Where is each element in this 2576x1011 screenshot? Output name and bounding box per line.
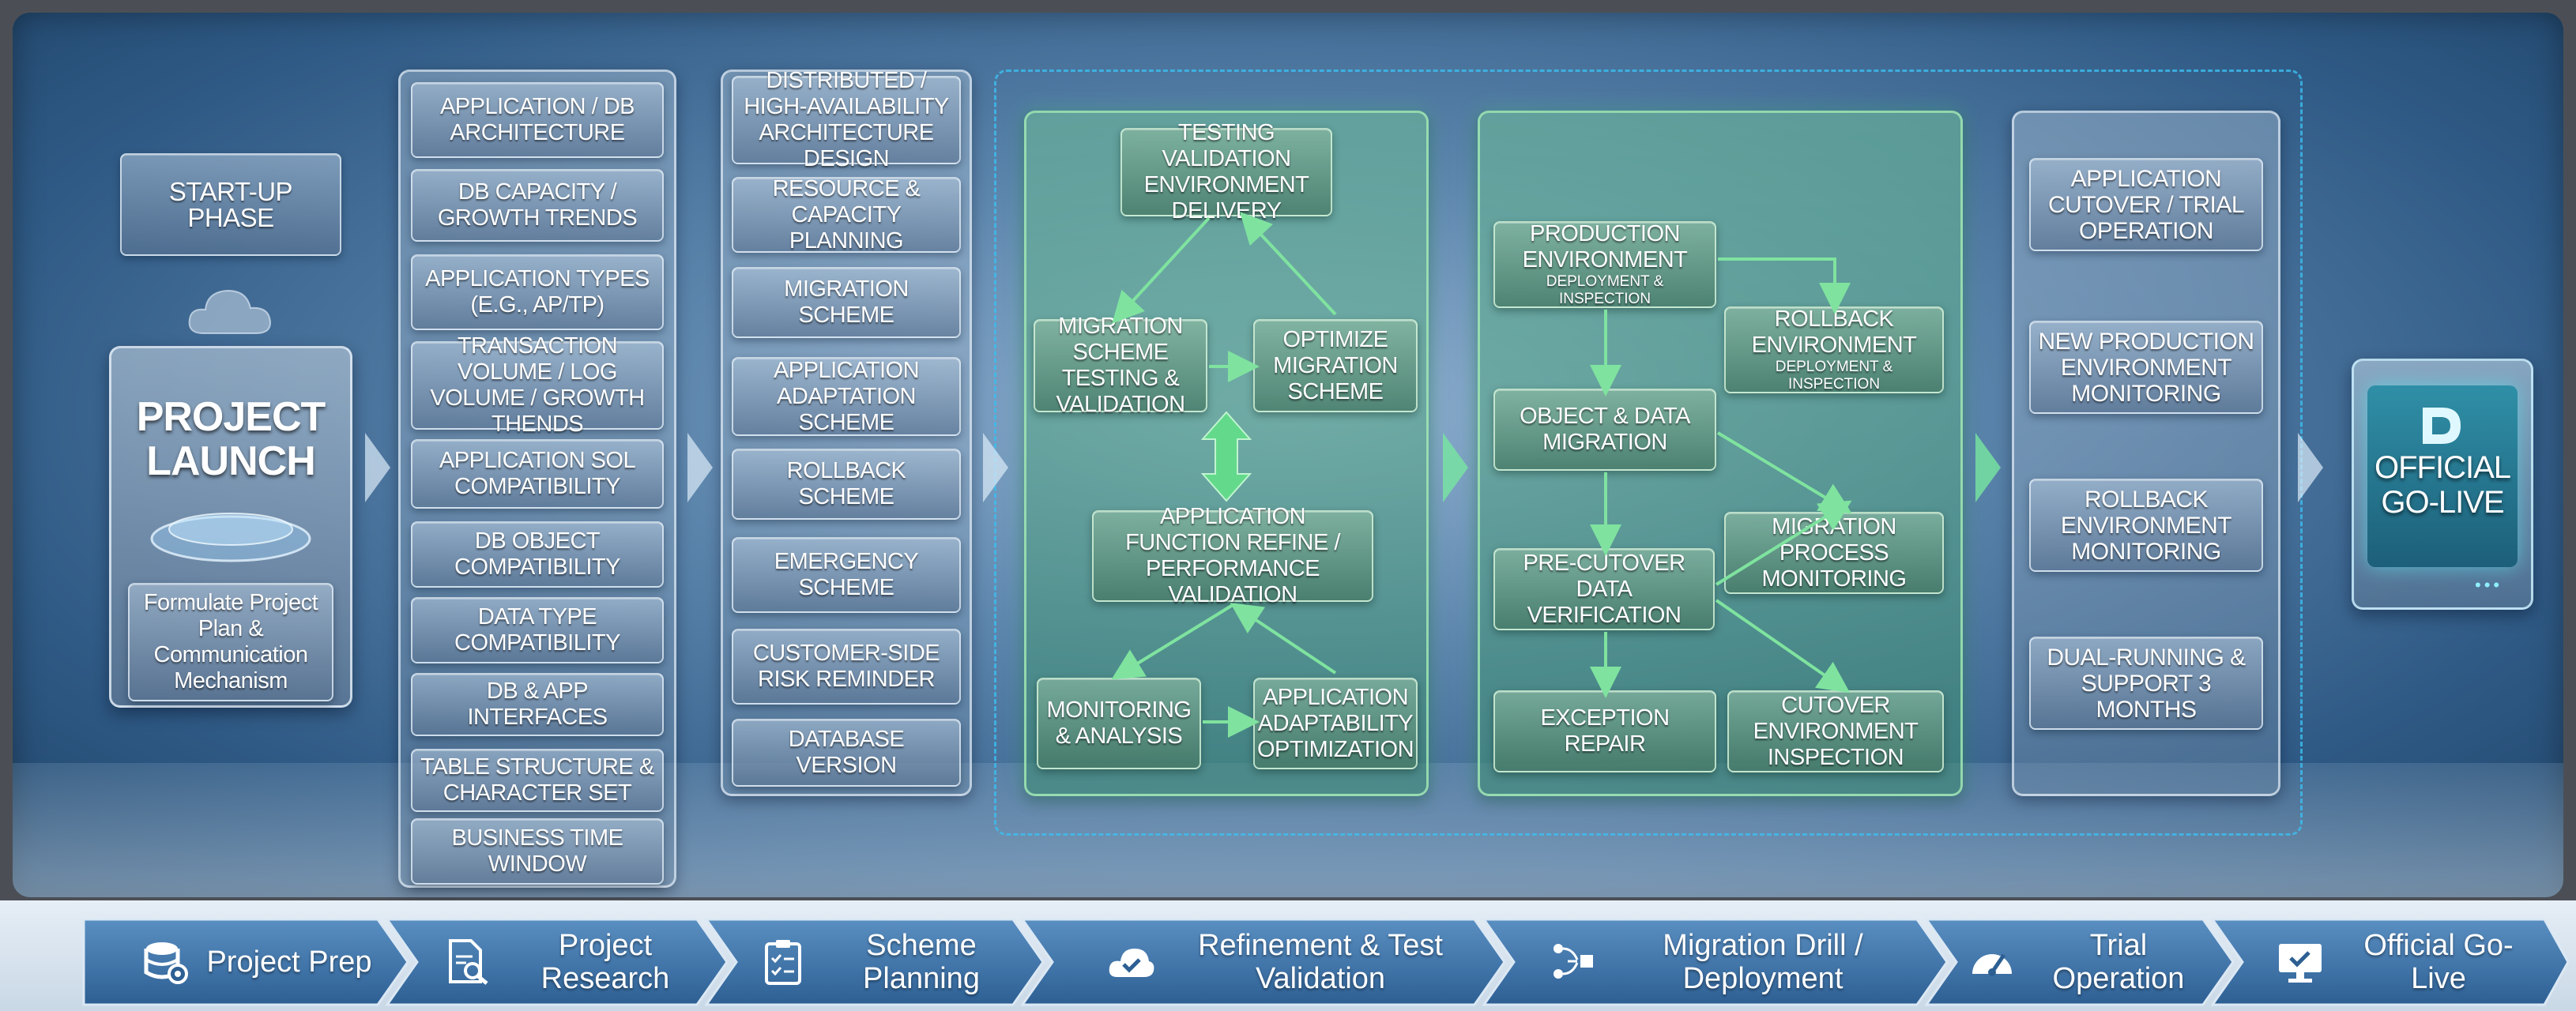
monitor-check-icon (2276, 938, 2325, 987)
cutover-inspection-box: CUTOVER ENVIRONMENT INSPECTION (1727, 690, 1944, 772)
stage-arrow-3 (983, 433, 1008, 502)
research-item: BUSINESS TIME WINDOW (411, 818, 664, 885)
rollback-env-box: ROLLBACK ENVIRONMENT DEPLOYMENT & INSPEC… (1724, 306, 1944, 393)
optimize-scheme-box: OPTIMIZE MIGRATION SCHEME (1253, 319, 1418, 412)
object-migration-box: OBJECT & DATA MIGRATION (1493, 389, 1716, 471)
nav-step-label: Trial Operation (2052, 929, 2185, 995)
trial-item: DUAL-RUNNING & SUPPORT 3 MONTHS (2029, 637, 2263, 730)
document-search-icon (443, 938, 491, 987)
nav-step[interactable]: Scheme Planning (759, 915, 1019, 1009)
go-live-title: OFFICIAL GO-LIVE (2374, 450, 2511, 520)
trial-item: NEW PRODUCTION ENVIRONMENT MONITORING (2029, 321, 2263, 414)
stage-arrow-1 (365, 433, 390, 502)
startup-phase-box: START-UP PHASE (120, 153, 341, 256)
go-live-logo-icon (2423, 408, 2461, 444)
gauge-icon (1968, 938, 2017, 987)
nav-step-label: Official Go-Live (2363, 929, 2514, 995)
project-launch-title: PROJECT LAUNCH (136, 394, 326, 484)
monitoring-analysis-box: MONITORING & ANALYSIS (1037, 678, 1201, 769)
planning-item: MIGRATION SCHEME (732, 267, 961, 338)
testing-env-box: TESTING VALIDATION ENVIRONMENT DELIVERY (1120, 120, 1332, 224)
research-item: APPLICATION TYPES (e.g., AP/TP) (411, 254, 664, 330)
formulate-plan-box: Formulate Project Plan & Communication M… (128, 583, 333, 701)
research-item: APPLICATION SOL COMPATIBILITY (411, 439, 664, 509)
stage-arrow-2 (687, 433, 713, 502)
research-item: TABLE STRUCTURE & CHARACTER SET (411, 749, 664, 812)
nav-step-label: Project Research (540, 929, 670, 995)
stage-arrow-5 (1975, 433, 2001, 502)
nav-step[interactable]: Migration Drill / Deployment (1549, 915, 1912, 1009)
bidirectional-arrow-icon (1200, 411, 1252, 502)
research-item: DATA TYPE COMPATIBILITY (411, 597, 664, 663)
startup-phase-label: START-UP PHASE (168, 177, 293, 232)
nav-step[interactable]: Project Prep (126, 915, 387, 1009)
exception-repair-box: EXCEPTION REPAIR (1493, 690, 1716, 772)
nav-step[interactable]: Trial Operation (1968, 915, 2205, 1009)
planning-item: APPLICATION ADAPTATION SCHEME (732, 357, 961, 436)
nav-step-label: Project Prep (206, 945, 372, 979)
migration-flow-icon (1549, 938, 1598, 987)
cloud-check-icon (1106, 938, 1155, 987)
app-function-box: APPLICATION FUNCTION REFINE / PERFORMANC… (1092, 504, 1373, 607)
planning-item: CUSTOMER-SIDE RISK REMINDER (732, 629, 961, 705)
stage-arrow-6 (2298, 433, 2323, 502)
research-item: DB CAPACITY / GROWTH TRENDS (411, 169, 664, 242)
launch-pedestal-icon (150, 513, 311, 562)
go-live-status-dots: ••• (2475, 575, 2503, 595)
trial-item: APPLICATION CUTOVER / TRIAL OPERATION (2029, 158, 2263, 251)
stage-arrow-4 (1443, 433, 1468, 502)
research-item: DB OBJECT COMPATIBILITY (411, 521, 664, 588)
cloud-icon (188, 289, 272, 334)
planning-item: RESOURCE & CAPACITY PLANNING (732, 176, 961, 254)
research-item: APPLICATION / DB ARCHITECTURE (411, 82, 664, 158)
nav-step[interactable]: Official Go-Live (2276, 915, 2536, 1009)
adaptability-box: APPLICATION ADAPTABILITY OPTIMIZATION (1253, 678, 1418, 769)
nav-step[interactable]: Project Research (443, 915, 703, 1009)
scheme-testing-box: MIGRATION SCHEME TESTING & VALIDATION (1034, 314, 1207, 417)
planning-item: ROLLBACK SCHEME (732, 449, 961, 520)
clipboard-checklist-icon (759, 938, 808, 987)
trial-item: ROLLBACK ENVIRONMENT MONITORING (2029, 479, 2263, 572)
prod-env-box: PRODUCTION ENVIRONMENT DEPLOYMENT & INSP… (1493, 221, 1716, 308)
nav-step-label: Scheme Planning (863, 929, 980, 995)
nav-step-label: Migration Drill / Deployment (1663, 929, 1863, 995)
planning-item: EMERGENCY SCHEME (732, 537, 961, 613)
planning-item: DISTRIBUTED / HIGH-AVAILABILITY ARCHITEC… (732, 68, 961, 171)
nav-step[interactable]: Refinement & Test Validation (1106, 915, 1470, 1009)
nav-step-label: Refinement & Test Validation (1198, 929, 1443, 995)
research-item: TRANSACTION VOLUME / LOG VOLUME / GROWTH… (411, 333, 664, 437)
research-item: DB & APP INTERFACES (411, 673, 664, 736)
planning-item: DATABASE VERSION (732, 719, 961, 787)
database-gear-icon (141, 938, 190, 987)
